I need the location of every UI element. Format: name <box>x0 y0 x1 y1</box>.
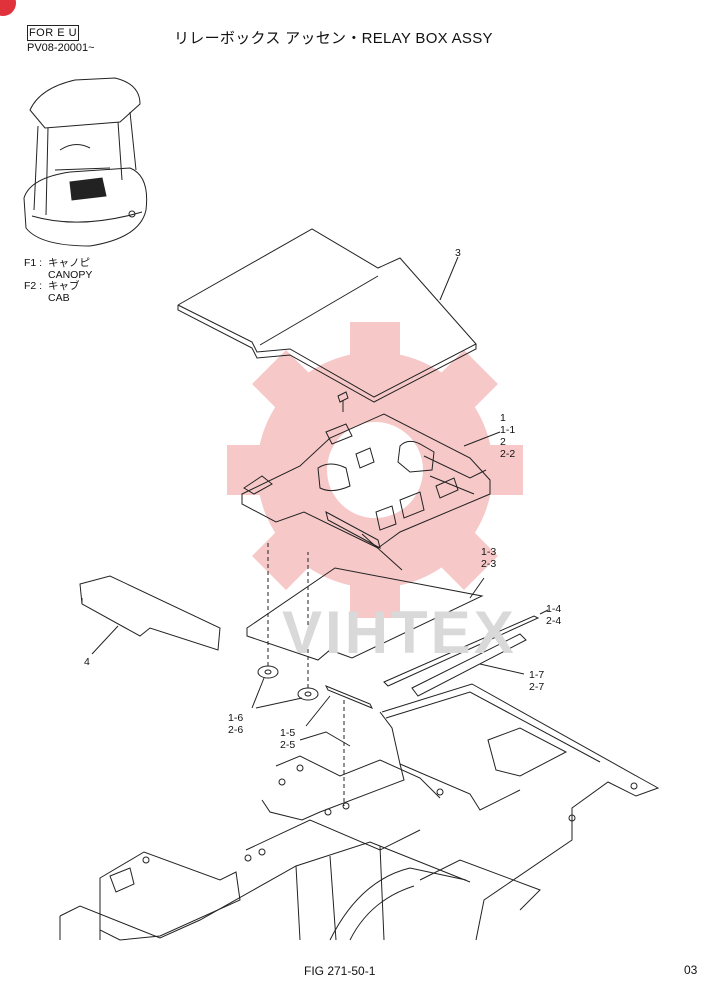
callout-4: 4 <box>84 656 90 668</box>
callout-3: 3 <box>455 247 461 259</box>
callout-1-6: 1-6 <box>228 712 244 724</box>
callout-1-7: 1-7 <box>529 669 545 681</box>
callout-2-3: 2-3 <box>481 558 497 570</box>
page-number: 03 <box>684 963 698 977</box>
page-title: リレーボックス アッセン・RELAY BOX ASSY <box>174 30 493 47</box>
callout-2-2: 2-2 <box>500 448 516 460</box>
callout-1-1: 1-1 <box>500 424 516 436</box>
callout-1-3-group: 1-3 2-3 <box>481 546 496 570</box>
part-4-side-cover <box>79 575 221 655</box>
brand-corner-mark <box>0 0 16 16</box>
part-1-4-strip <box>383 609 549 687</box>
callout-2-5: 2-5 <box>280 739 296 751</box>
callout-1-4-group: 1-4 2-4 <box>546 603 561 627</box>
serial-range: PV08-20001~ <box>27 42 95 54</box>
watermark-text: VIHTEX <box>282 599 517 666</box>
figure-number: FIG 271-50-1 <box>304 964 376 978</box>
callout-1-group: 1 1-1 2 2-2 <box>500 412 515 460</box>
legend-f2-code: F2 : <box>24 280 43 292</box>
legend-f1-en: CANOPY <box>48 268 93 281</box>
legend-f1-jp: キャノピ <box>48 257 90 269</box>
callout-1-4: 1-4 <box>546 603 562 615</box>
part-1-relay-box <box>241 413 501 571</box>
callout-1-7-group: 1-7 2-7 <box>529 669 544 693</box>
legend-f1-code: F1 : <box>24 257 43 269</box>
screw <box>337 391 349 412</box>
callout-1-6-group: 1-6 2-6 <box>228 712 243 736</box>
legend-f2-jp: キャブ <box>48 280 80 292</box>
region-label: FOR E U <box>27 25 79 41</box>
part-1-3-plate <box>246 567 485 661</box>
watermark-gear-icon <box>227 322 523 618</box>
callout-1: 1 <box>500 412 506 424</box>
machine-cab-thumbnail <box>23 77 148 247</box>
callout-2-6: 2-6 <box>228 724 244 736</box>
part-1-7-strip <box>411 633 527 697</box>
machine-frame <box>59 683 660 941</box>
callout-2-4: 2-4 <box>546 615 562 627</box>
part-1-6-washers <box>251 540 345 806</box>
callout-1-5: 1-5 <box>280 727 296 739</box>
callout-1-5-group: 1-5 2-5 <box>280 727 295 751</box>
callout-2: 2 <box>500 436 506 448</box>
legend-f2-en: CAB <box>48 291 70 304</box>
callout-1-3: 1-3 <box>481 546 497 558</box>
callout-2-7: 2-7 <box>529 681 545 693</box>
part-1-5-rubber <box>305 685 374 727</box>
model-legend: F1 : キャノピ CANOPY F2 : キャブ CAB <box>24 257 93 304</box>
part-3-cover <box>177 228 477 403</box>
